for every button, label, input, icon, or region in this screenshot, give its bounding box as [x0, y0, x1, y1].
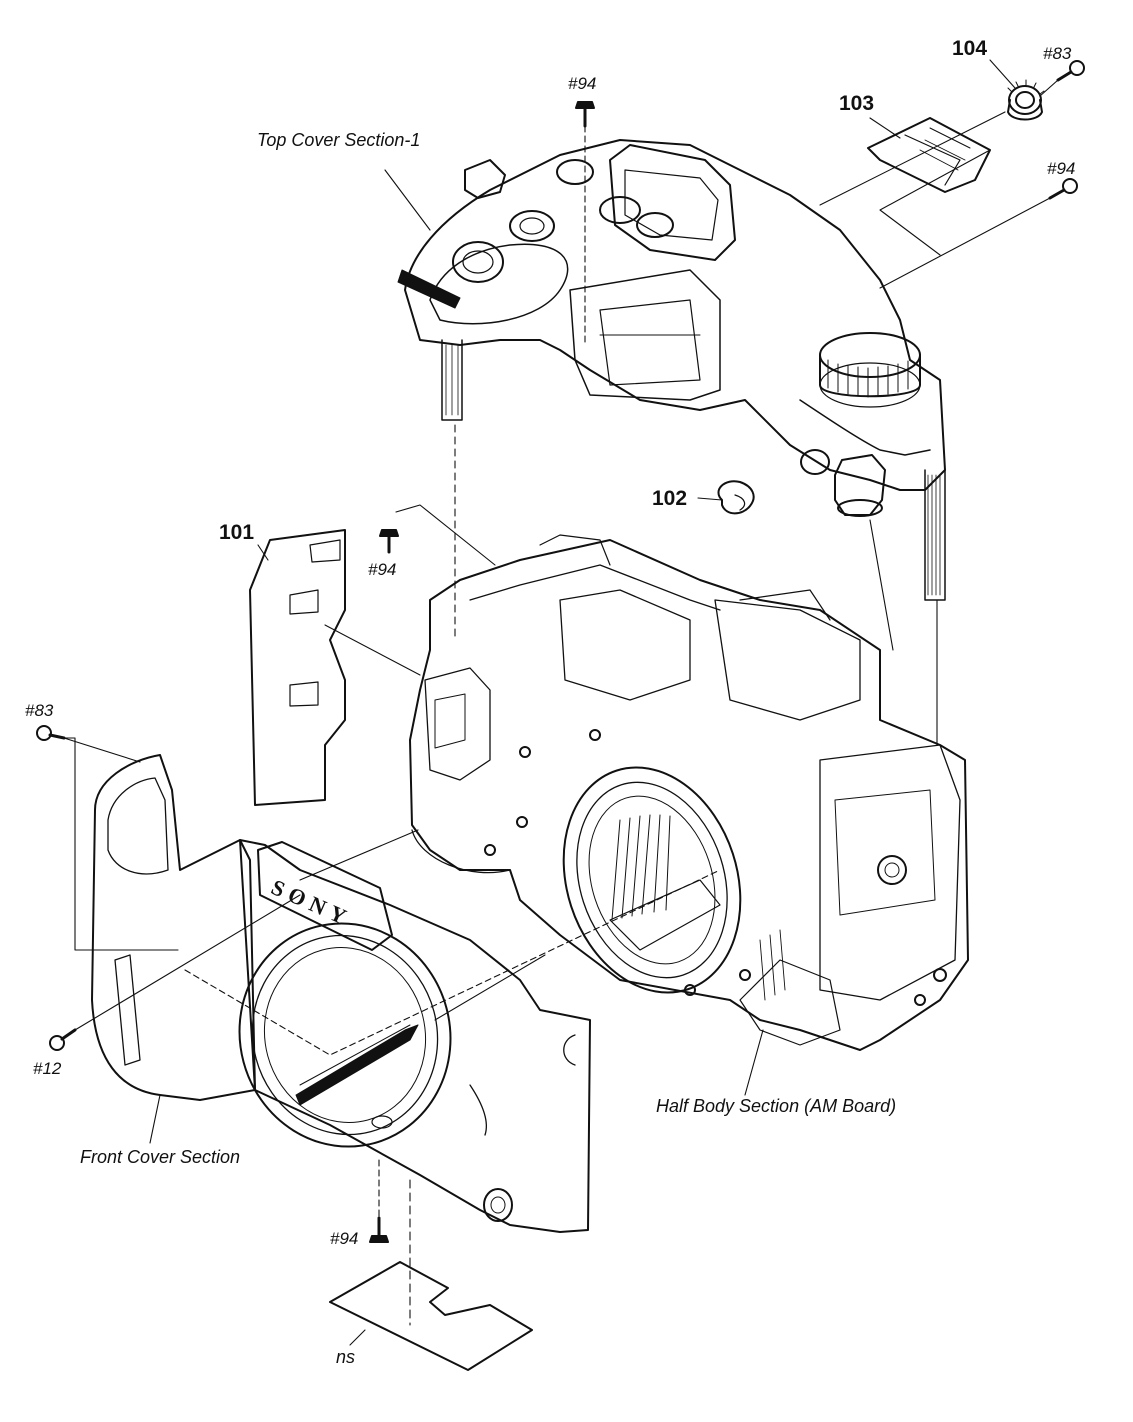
screw-94-bottom	[369, 1216, 389, 1243]
screw-83-top-label: #83	[1043, 44, 1072, 63]
screw-12	[49, 1028, 77, 1051]
leader-lines	[63, 59, 1059, 1346]
part-102-label: 102	[652, 487, 688, 510]
screw-94-right-label: #94	[1047, 159, 1076, 178]
part-103-shoe-cover	[867, 117, 991, 193]
front-cover-section-label: Front Cover Section	[80, 1147, 241, 1167]
part-104-gear	[1007, 79, 1045, 121]
screw-94-mid	[379, 529, 399, 554]
ns-plate	[329, 1261, 533, 1371]
screw-94-bottom-label: #94	[330, 1229, 359, 1248]
screw-94-top-label: #94	[568, 74, 597, 93]
screw-83-left	[36, 725, 66, 741]
screw-94-mid-label: #94	[368, 560, 397, 579]
screw-83-left-label: #83	[25, 701, 54, 720]
part-101-flex-sheet	[249, 529, 346, 806]
part-102-clip	[717, 480, 755, 515]
half-body-section-label: Half Body Section (AM Board)	[656, 1096, 897, 1116]
ns-label: ns	[336, 1347, 356, 1367]
top-cover-section-label: Top Cover Section-1	[257, 130, 421, 150]
top-cover-assembly	[397, 139, 946, 601]
screw-94-top	[575, 101, 595, 128]
part-104-label: 104	[952, 37, 988, 60]
screw-94-right	[1048, 178, 1078, 200]
front-cover-assembly	[91, 754, 591, 1233]
part-103-label: 103	[839, 92, 875, 115]
screw-12-label: #12	[33, 1059, 62, 1078]
half-body-assembly	[409, 534, 969, 1051]
screw-83-top	[1056, 60, 1085, 82]
part-101-label: 101	[219, 521, 255, 544]
